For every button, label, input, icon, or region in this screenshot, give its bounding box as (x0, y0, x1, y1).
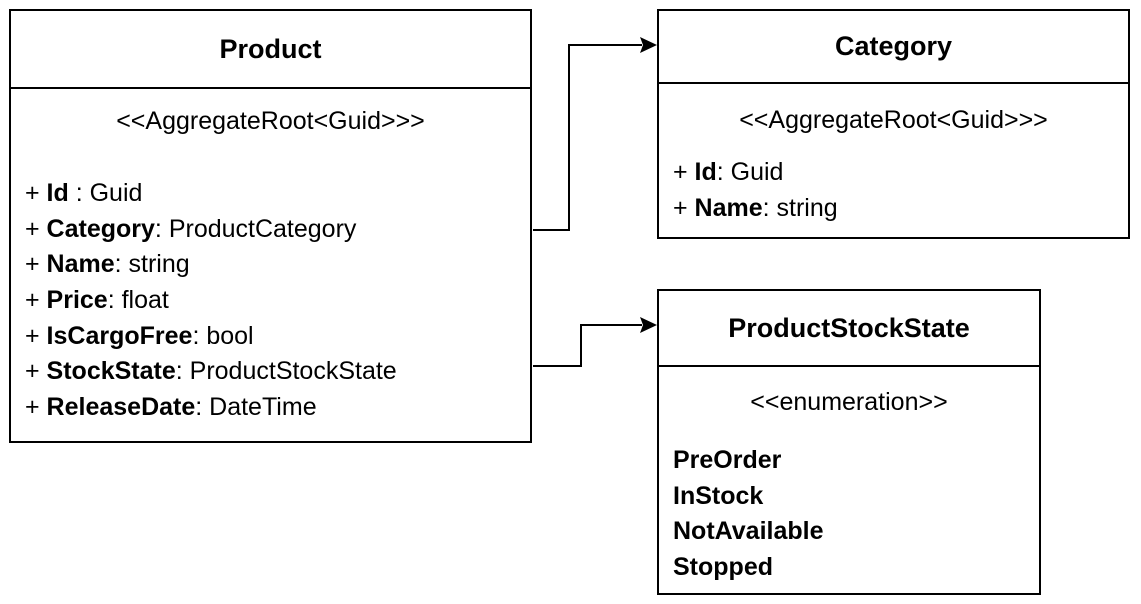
attribute-name: Id (46, 179, 69, 207)
attribute-name: Id (694, 158, 717, 186)
product-class-body: <<AggregateRoot<Guid>>> + Id : Guid + Ca… (11, 103, 530, 426)
product-attribute: + Id : Guid (25, 176, 530, 212)
attribute-type: : string (114, 250, 190, 279)
product-attribute: + IsCargoFree: bool (25, 319, 530, 355)
visibility-marker: + (25, 321, 47, 350)
category-attribute-list: + Id: Guid + Name: string (673, 155, 1128, 226)
stock-state-enum-name: ProductStockState (659, 291, 1039, 367)
product-stereotype: <<AggregateRoot<Guid>>> (116, 107, 425, 135)
enum-value: NotAvailable (673, 517, 824, 546)
visibility-marker: + (25, 214, 47, 243)
product-attribute: + Category: ProductCategory (25, 212, 530, 248)
stock-state-arrowhead-icon (640, 317, 657, 333)
category-attribute: + Name: string (673, 191, 1128, 227)
enum-value: PreOrder (673, 446, 782, 474)
product-attribute: + StockState: ProductStockState (25, 354, 530, 390)
visibility-marker: + (25, 393, 47, 422)
enum-value: Stopped (673, 553, 773, 582)
category-arrowhead-icon (640, 37, 657, 53)
product-class-name: Product (11, 11, 530, 89)
visibility-marker: + (25, 250, 47, 279)
stock-state-enum-body: <<enumeration>> PreOrder InStock NotAvai… (659, 384, 1039, 586)
attribute-name: StockState (46, 357, 176, 386)
attribute-type: : bool (192, 321, 254, 350)
enum-value-list: PreOrder InStock NotAvailable Stopped (673, 443, 1039, 586)
attribute-name: Name (46, 250, 115, 279)
attribute-type: : Guid (716, 158, 784, 186)
attribute-name: IsCargoFree (46, 321, 193, 350)
stock-state-enum-box[interactable]: ProductStockState <<enumeration>> PreOrd… (657, 289, 1041, 595)
stock-state-stereotype: <<enumeration>> (750, 388, 948, 416)
attribute-name: Price (46, 286, 108, 315)
attribute-type: : float (107, 286, 169, 315)
visibility-marker: + (25, 286, 47, 315)
category-class-name: Category (659, 11, 1128, 84)
visibility-marker: + (25, 179, 47, 207)
visibility-marker: + (673, 193, 695, 222)
attribute-name: ReleaseDate (46, 393, 196, 422)
category-class-body: <<AggregateRoot<Guid>>> + Id: Guid + Nam… (659, 102, 1128, 226)
visibility-marker: + (673, 158, 695, 186)
attribute-type: : ProductStockState (175, 357, 397, 386)
product-attribute: + Name: string (25, 247, 530, 283)
product-attribute-list: + Id : Guid + Category: ProductCategory … (25, 176, 530, 426)
product-attribute: + Price: float (25, 283, 530, 319)
category-stereotype: <<AggregateRoot<Guid>>> (739, 106, 1048, 134)
product-class-box[interactable]: Product <<AggregateRoot<Guid>>> + Id : G… (9, 9, 532, 443)
enum-value: InStock (673, 481, 764, 510)
visibility-marker: + (25, 357, 47, 386)
stock-state-association-line (533, 324, 642, 367)
attribute-type: : string (762, 193, 838, 222)
attribute-type: : ProductCategory (154, 214, 357, 243)
category-attribute: + Id: Guid (673, 155, 1128, 191)
category-class-box[interactable]: Category <<AggregateRoot<Guid>>> + Id: G… (657, 9, 1130, 239)
category-association-line (533, 44, 642, 231)
attribute-name: Category (46, 214, 155, 243)
product-attribute: + ReleaseDate: DateTime (25, 390, 530, 426)
attribute-type: : DateTime (195, 393, 317, 422)
attribute-type: : Guid (68, 179, 143, 207)
attribute-name: Name (694, 193, 763, 222)
